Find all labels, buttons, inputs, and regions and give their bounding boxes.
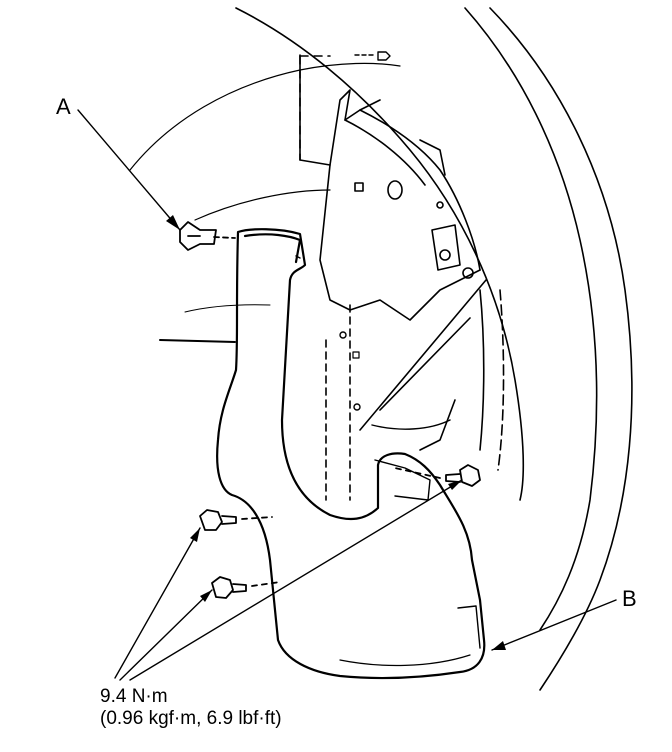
arrowhead-torque-1 (190, 528, 200, 542)
torque-spec-metric: 9.4 N·m (100, 686, 168, 707)
leader-a (77, 109, 181, 231)
arrowheads (166, 215, 506, 650)
arrowhead-a (166, 215, 180, 230)
arrowhead-b (492, 641, 506, 650)
inner-panel (299, 54, 505, 471)
leader-lines (77, 109, 617, 681)
fastener-top (354, 51, 391, 61)
fender-lines (129, 7, 633, 691)
clip-a (179, 221, 236, 251)
leader-torque-1 (114, 527, 201, 679)
bolt-right (394, 464, 481, 487)
torque-spec: 9.4 N·m (0.96 kgf·m, 6.9 lbf·ft) (100, 686, 282, 730)
washer-reservoir (216, 228, 486, 680)
callout-b-label: B (622, 586, 637, 611)
torque-spec-alt-units: (0.96 kgf·m, 6.9 lbf·ft) (100, 708, 282, 729)
leader-torque-3 (129, 479, 463, 681)
bolt-lower-left (211, 576, 281, 599)
callout-a-label: A (56, 94, 71, 119)
arrowhead-torque-2 (200, 590, 212, 602)
arrowhead-torque-3 (448, 480, 462, 490)
bolt-upper-left (199, 509, 273, 531)
leader-b (491, 599, 617, 651)
leader-torque-2 (119, 589, 213, 681)
